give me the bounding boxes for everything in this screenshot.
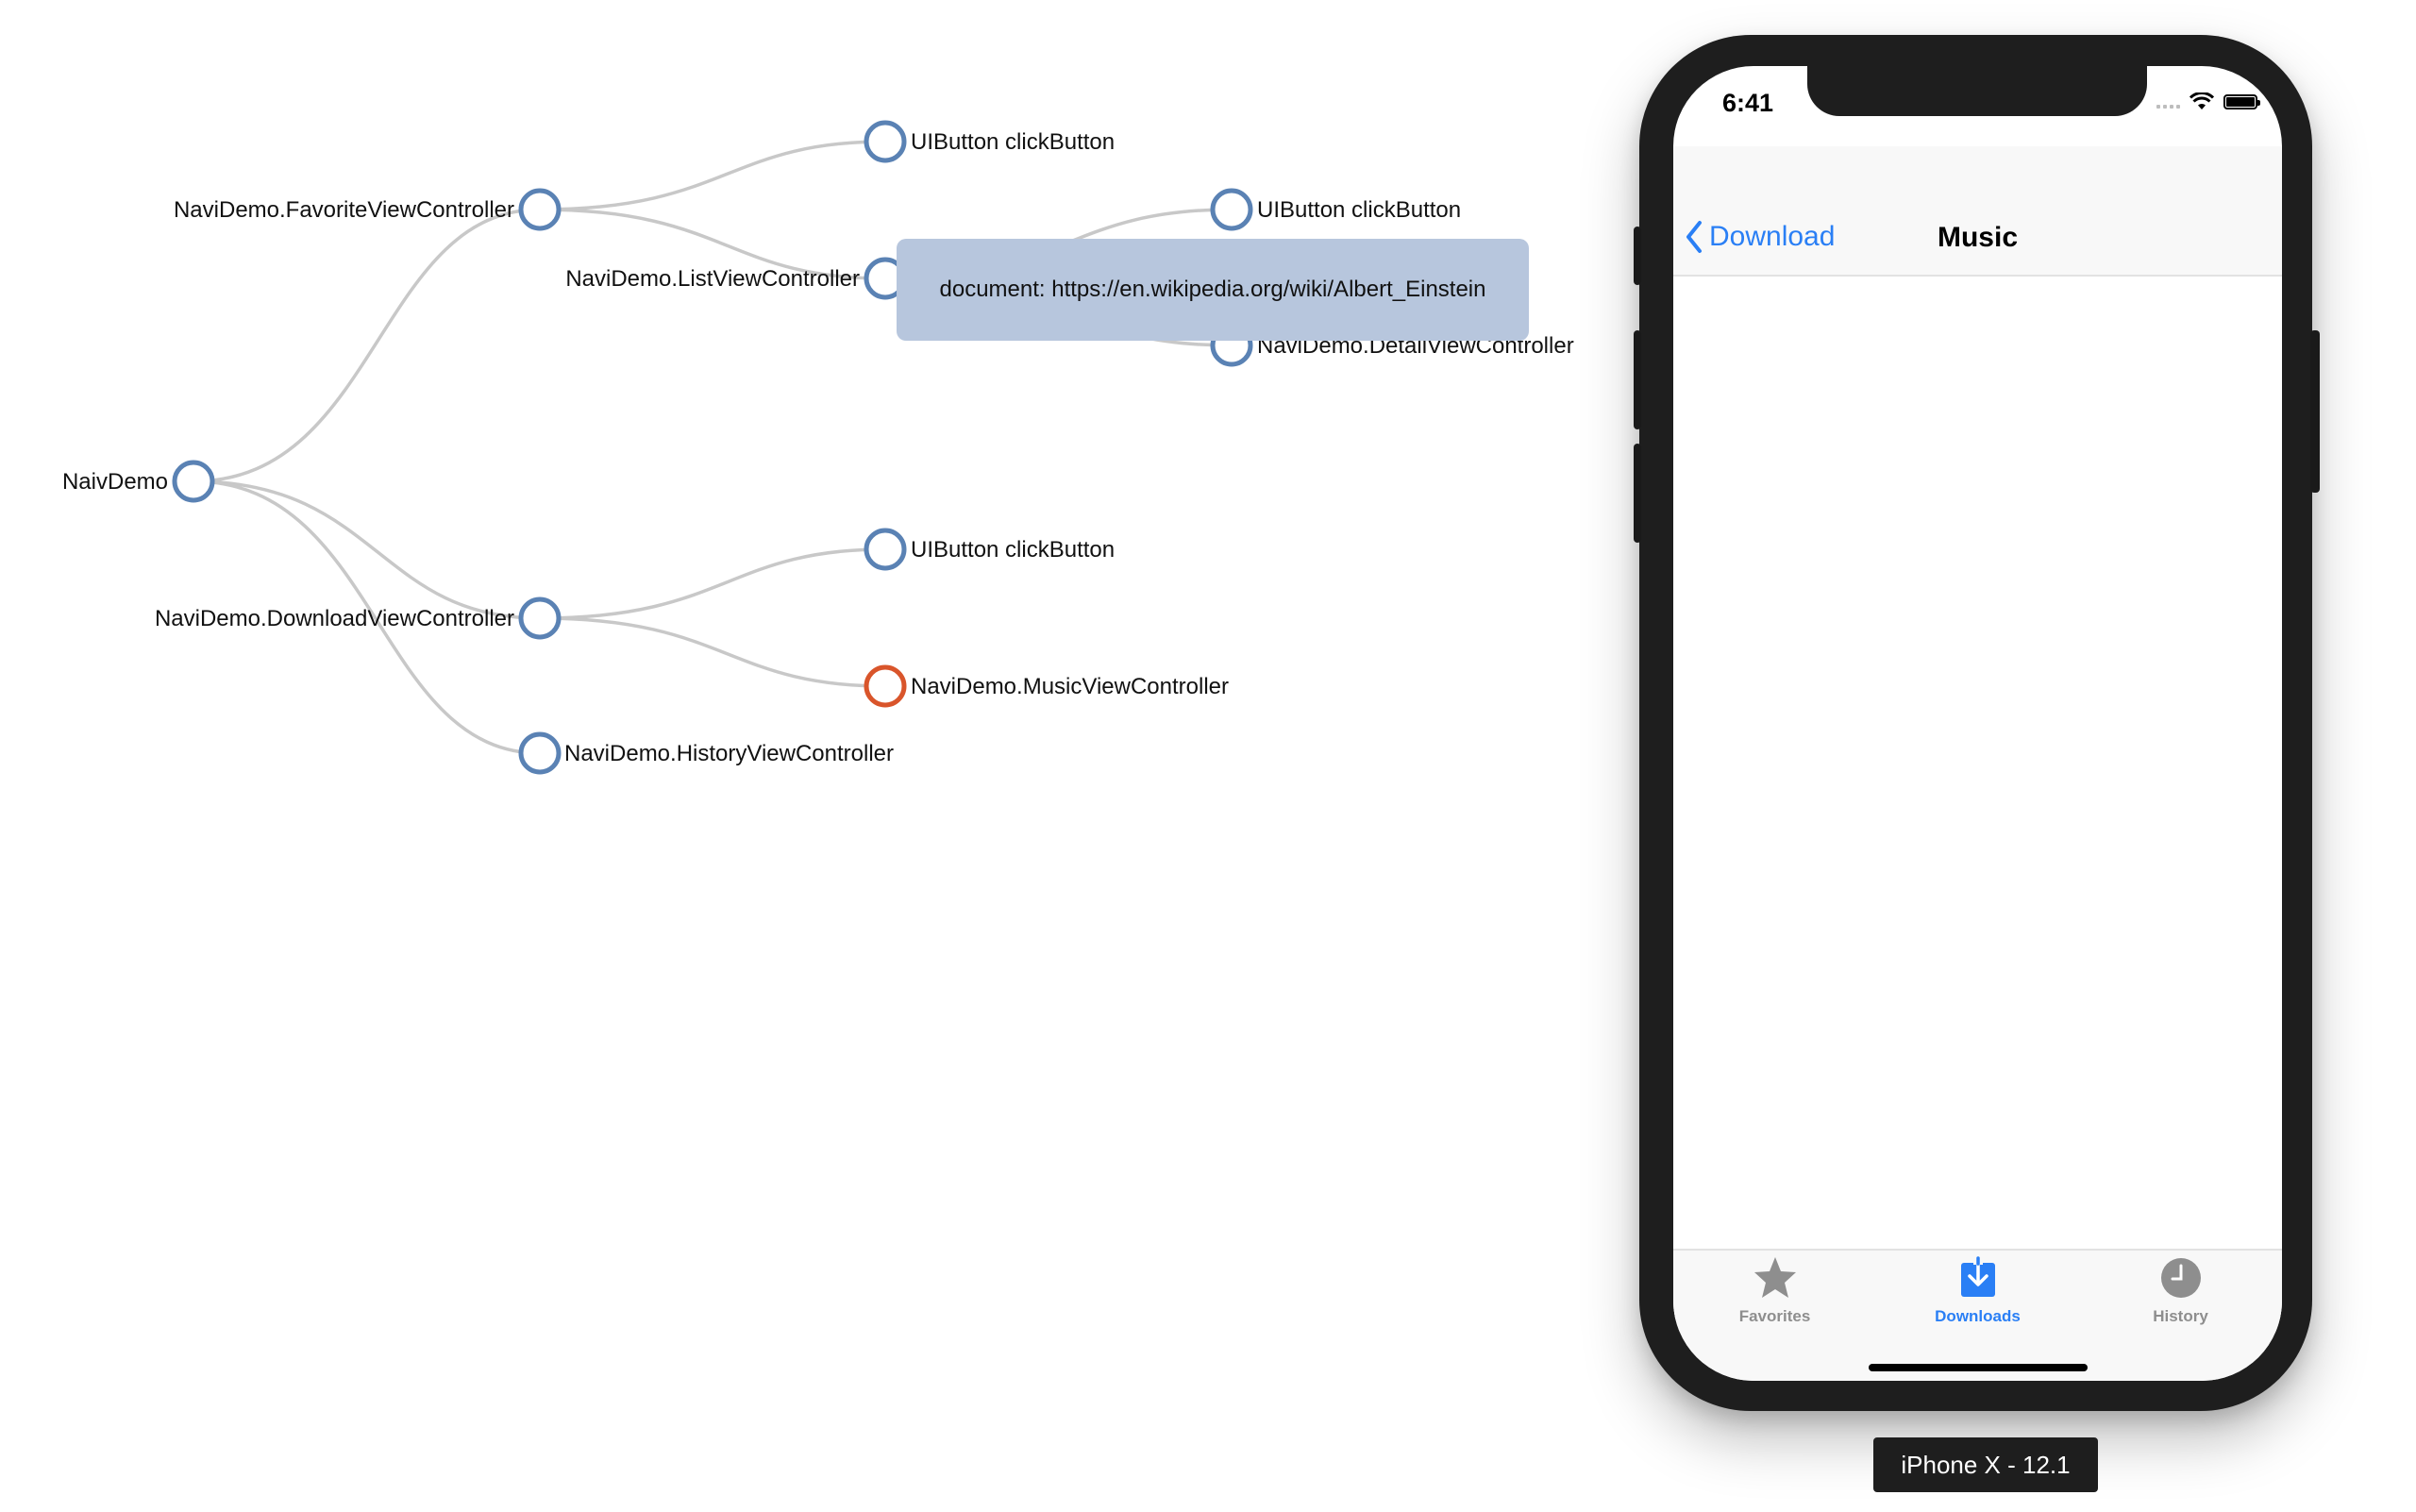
volume-down-button <box>1634 444 1641 543</box>
tree-node-music-vc[interactable]: NaviDemo.MusicViewController <box>864 664 1229 708</box>
nav-title: Music <box>1937 222 2019 253</box>
device-label: iPhone X - 12.1 <box>1873 1437 2098 1492</box>
link-favorite-list <box>539 208 886 280</box>
node-circle[interactable] <box>172 460 215 503</box>
tree-node-list-button[interactable]: UIButton clickButton <box>1210 188 1461 231</box>
node-label: UIButton clickButton <box>1257 197 1461 223</box>
node-label: NaviDemo.FavoriteViewController <box>174 197 514 223</box>
tree-links <box>193 140 1233 755</box>
navigation-bar: Download Music <box>1673 146 2282 277</box>
battery-icon <box>2223 94 2260 109</box>
node-circle[interactable] <box>518 188 562 231</box>
link-download-music <box>539 616 886 688</box>
status-icons <box>2156 92 2260 111</box>
node-circle[interactable] <box>1210 188 1253 231</box>
clock-icon <box>2160 1258 2201 1298</box>
link-favorite-button <box>539 140 886 211</box>
power-button <box>2310 330 2320 493</box>
status-time: 6:41 <box>1722 89 1774 117</box>
link-root-history <box>193 479 541 755</box>
tree-node-favorite-button[interactable]: UIButton clickButton <box>864 120 1115 163</box>
node-label: NaviDemo.MusicViewController <box>911 674 1229 699</box>
node-circle[interactable] <box>518 731 562 775</box>
content-area <box>1673 277 2282 1315</box>
tree-node-download-button[interactable]: UIButton clickButton <box>864 528 1115 571</box>
back-button-label: Download <box>1709 221 1836 252</box>
tab-history[interactable]: History <box>2079 1254 2282 1326</box>
node-label: NaivDemo <box>62 469 168 495</box>
node-circle[interactable] <box>864 120 907 163</box>
link-root-favorite <box>193 208 541 483</box>
home-indicator <box>1869 1364 2088 1371</box>
download-icon <box>1960 1256 1995 1297</box>
tooltip-text: document: https://en.wikipedia.org/wiki/… <box>939 277 1486 302</box>
back-button[interactable]: Download <box>1685 220 1835 254</box>
tree-node-history-vc[interactable]: NaviDemo.HistoryViewController <box>518 731 894 775</box>
tab-favorites[interactable]: Favorites <box>1673 1254 1876 1326</box>
tab-label: Downloads <box>1935 1307 2021 1325</box>
tree-node-favorite-vc[interactable]: NaviDemo.FavoriteViewController <box>174 188 562 231</box>
tree-node-list-vc[interactable]: NaviDemo.ListViewController <box>565 257 907 300</box>
cellular-icon <box>2156 95 2180 109</box>
chevron-left-icon <box>1686 221 1702 253</box>
phone-screen: 6:41 Download Music Favorites <box>1673 66 2282 1381</box>
notch <box>1807 66 2147 116</box>
star-icon <box>1753 1257 1796 1298</box>
node-circle[interactable] <box>518 596 562 640</box>
tab-bar: Favorites Downloads History <box>1673 1249 2282 1381</box>
mute-switch <box>1634 227 1641 285</box>
node-label: UIButton clickButton <box>911 129 1115 155</box>
tab-downloads[interactable]: Downloads <box>1876 1254 2079 1326</box>
node-label: NaviDemo.HistoryViewController <box>564 741 894 766</box>
link-root-download <box>193 479 541 620</box>
tab-label: History <box>2153 1307 2208 1325</box>
node-label: NaviDemo.DownloadViewController <box>155 606 514 631</box>
navigation-tree: NaivDemo NaviDemo.FavoriteViewController… <box>62 120 1574 775</box>
node-label: UIButton clickButton <box>911 537 1115 563</box>
tree-node-root[interactable]: NaivDemo <box>62 460 215 503</box>
wifi-icon <box>2190 92 2214 109</box>
volume-up-button <box>1634 330 1641 429</box>
tree-node-download-vc[interactable]: NaviDemo.DownloadViewController <box>155 596 562 640</box>
node-label: NaviDemo.ListViewController <box>565 266 860 292</box>
node-circle-active[interactable] <box>864 664 907 708</box>
link-download-button <box>539 547 886 620</box>
node-circle[interactable] <box>864 528 907 571</box>
node-tooltip: document: https://en.wikipedia.org/wiki/… <box>897 239 1529 341</box>
tab-label: Favorites <box>1738 1307 1811 1325</box>
